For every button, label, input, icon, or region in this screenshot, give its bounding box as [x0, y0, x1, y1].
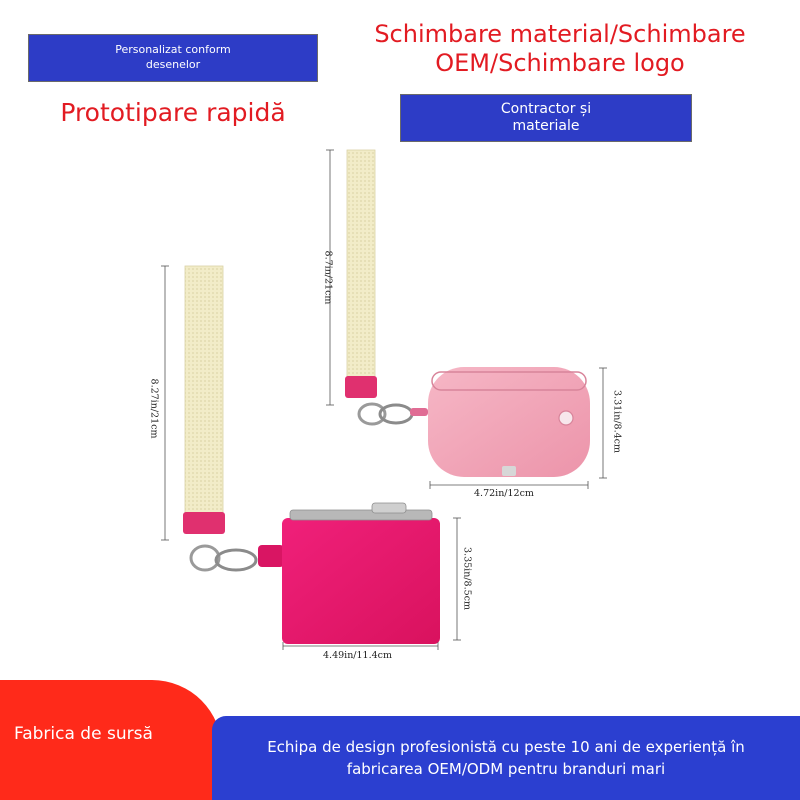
magenta-wristlet-pouch: [282, 518, 440, 644]
source-factory-label: Fabrica de sursă: [14, 724, 153, 744]
pink-wristlet-side-tab: [410, 408, 428, 416]
pink-width-dimension: 4.72in/12cm: [474, 488, 534, 499]
magenta-wristlet-zip-pull: [371, 502, 407, 514]
pink-wristlet-pouch: [428, 367, 590, 477]
pink-wristlet-tab: [345, 376, 377, 398]
pink-wristlet-clasp-ring: [357, 402, 387, 426]
magenta-wristlet-strap: [184, 265, 224, 519]
magenta-wristlet-clasp-ring: [189, 544, 221, 572]
pink-strap-dimension: 8.7in/21cm: [322, 250, 334, 305]
pink-wristlet-zipper: [431, 371, 587, 391]
magenta-wristlet-tab: [183, 512, 225, 534]
pink-wristlet-zip-pull: [502, 466, 516, 476]
material-change-headline: Schimbare material/Schimbare OEM/Schimba…: [374, 20, 746, 77]
pink-wristlet: [326, 149, 607, 489]
contractor-badge: Contractor și materiale: [400, 94, 692, 142]
contractor-badge-text: Contractor și materiale: [500, 100, 592, 135]
magenta-wristlet-clasp-hook: [214, 548, 258, 572]
pink-height-dimension: 3.31in/8.4cm: [611, 390, 623, 453]
source-factory-banner: Fabrica de sursă: [0, 680, 222, 800]
magenta-width-dimension: 4.49in/11.4cm: [323, 650, 392, 661]
custom-design-badge: Personalizat conform desenelor: [28, 34, 318, 82]
pink-wristlet-snap: [558, 410, 574, 426]
design-team-text: Echipa de design profesionistă cu peste …: [267, 737, 745, 779]
magenta-wristlet-zipper: [289, 509, 433, 521]
custom-design-badge-text: Personalizat conform desenelor: [115, 43, 231, 71]
magenta-strap-dimension: 8.27in/21cm: [148, 378, 160, 439]
design-team-banner: Echipa de design profesionistă cu peste …: [212, 716, 800, 800]
rapid-prototyping-headline: Prototipare rapidă: [60, 98, 286, 127]
magenta-wristlet-side-tab: [258, 545, 284, 567]
magenta-height-dimension: 3.35in/8.5cm: [461, 547, 473, 610]
magenta-wristlet: [161, 265, 461, 650]
pink-wristlet-strap: [346, 149, 376, 379]
